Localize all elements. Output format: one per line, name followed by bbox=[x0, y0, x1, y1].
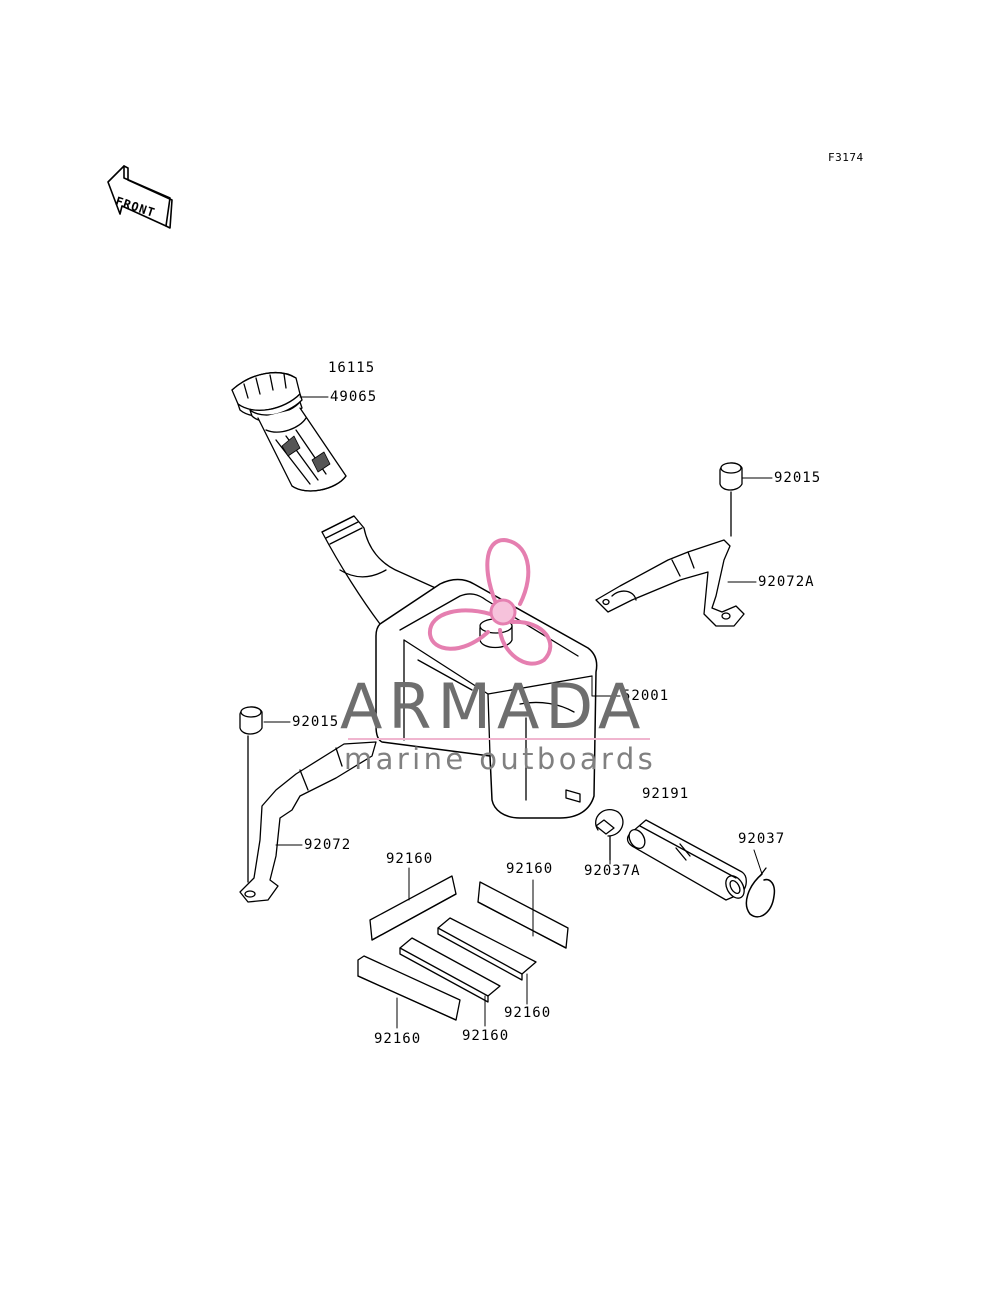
part-label-92160-d: 92160 bbox=[462, 1028, 510, 1044]
part-label-92015-right: 92015 bbox=[774, 470, 822, 486]
part-label-92160-e: 92160 bbox=[374, 1031, 422, 1047]
strainer-part bbox=[249, 401, 347, 492]
watermark-title: ARMADA bbox=[340, 670, 647, 743]
part-label-92160-c: 92160 bbox=[504, 1005, 552, 1021]
part-label-92191: 92191 bbox=[642, 786, 690, 802]
clamp-small-part bbox=[595, 809, 624, 861]
figure-code: F3174 bbox=[828, 151, 864, 164]
part-label-92072a: 92072A bbox=[758, 574, 815, 590]
part-label-92160-b: 92160 bbox=[506, 861, 554, 877]
part-label-92160-a: 92160 bbox=[386, 851, 434, 867]
front-arrow-icon bbox=[107, 165, 173, 229]
part-label-92037: 92037 bbox=[738, 831, 786, 847]
pad-part-5 bbox=[357, 955, 461, 1021]
watermark-subtitle: marine outboards bbox=[344, 742, 657, 776]
propeller-icon bbox=[428, 538, 553, 666]
hose-part bbox=[626, 819, 747, 901]
part-label-52001: 52001 bbox=[622, 688, 670, 704]
part-label-92015-left: 92015 bbox=[292, 714, 340, 730]
pad-part-1 bbox=[369, 875, 457, 941]
fuel-cap-part bbox=[231, 372, 303, 417]
leader-lines bbox=[263, 396, 773, 1029]
pad-part-4 bbox=[399, 937, 501, 1003]
part-label-16115: 16115 bbox=[328, 360, 376, 376]
clip-part bbox=[745, 867, 776, 918]
part-label-92072: 92072 bbox=[304, 837, 352, 853]
part-label-49065: 49065 bbox=[330, 389, 378, 405]
left-bracket-part bbox=[239, 706, 377, 903]
watermark-rule bbox=[348, 738, 650, 740]
part-label-92037a: 92037A bbox=[584, 863, 641, 879]
right-bracket-part bbox=[595, 462, 745, 627]
pad-part-2 bbox=[477, 881, 569, 949]
pad-part-3 bbox=[437, 917, 537, 981]
